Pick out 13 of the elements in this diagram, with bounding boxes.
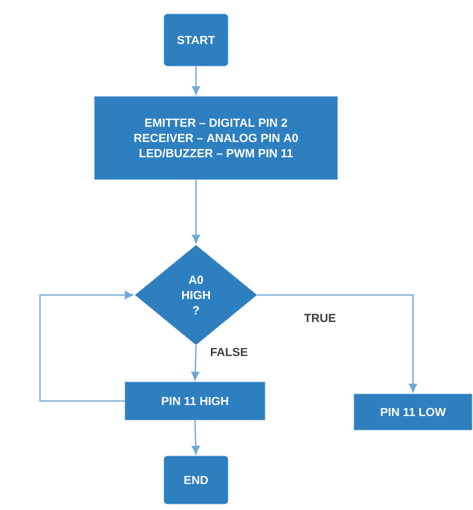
- arrow: [192, 180, 200, 244]
- loop-arrow: [39, 290, 134, 402]
- process-box: PIN 11 LOW: [354, 394, 472, 430]
- edge-label: TRUE: [302, 312, 338, 324]
- terminal-box: END: [164, 456, 228, 504]
- process-box: PIN 11 HIGH: [124, 382, 266, 420]
- arrow: [192, 66, 200, 95]
- terminal-box: START: [164, 14, 228, 66]
- edge-label: FALSE: [208, 346, 250, 358]
- arrow: [191, 345, 200, 380]
- arrow: [257, 294, 418, 392]
- arrow: [192, 420, 200, 454]
- process-box: EMITTER – DIGITAL PIN 2 RECEIVER – ANALOG PIN A0 LED/BUZZER – PWM PIN 11: [94, 96, 338, 180]
